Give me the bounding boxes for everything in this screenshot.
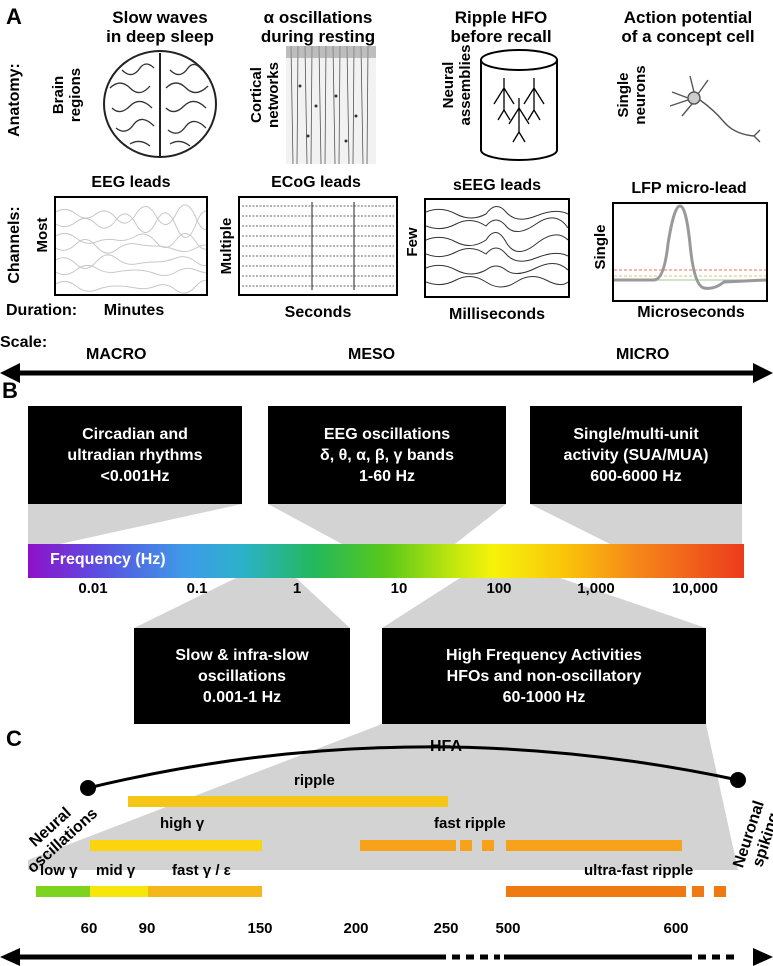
duration-minutes: Minutes [103,302,165,319]
col-title-alpha: α oscillations during resting [260,8,376,46]
frequency-spectrum-bar: Frequency (Hz) [28,544,744,578]
band-bar-fast-ripple-c [482,840,494,851]
eeg-trace-box [54,196,208,296]
box-eeg-oscillations: EEG oscillations δ, θ, α, β, γ bands 1-6… [268,406,506,504]
channel-title-eeg: EEG leads [91,174,171,191]
band-label-high-gamma: high γ [160,815,205,832]
band-bar-fast-gamma [148,886,262,897]
freq-tick-0.01: 0.01 [78,580,108,597]
hfa-tick-250: 250 [433,920,459,937]
hfa-label: HFA [430,738,462,755]
col-title-action-potential: Action potential of a concept cell [621,8,755,46]
band-label-mid-gamma: mid γ [96,862,136,879]
hfa-tick-90: 90 [138,920,156,937]
band-label-fast-gamma: fast γ / ε [172,862,231,879]
channel-title-ecog: ECoG leads [271,174,361,191]
band-bar-low-gamma [36,886,90,897]
scale-micro: MICRO [616,346,670,363]
band-label-ripple: ripple [294,772,335,789]
channel-title-lfp: LFP micro-lead [631,180,747,197]
single-neuron-icon [669,75,761,143]
col-title-sleep: Slow waves in deep sleep [106,8,214,46]
cortical-network-icon [286,46,376,164]
neural-assembly-icon [480,49,558,161]
band-bar-fast-ripple-a [360,840,456,851]
band-bar-mid-gamma [90,886,148,897]
band-bar-ultra-fast-ripple-a [506,886,686,897]
row-label-duration: Duration: [6,302,78,319]
ecog-traces [242,202,394,290]
scale-meso: MESO [348,346,396,363]
box-slow-oscillations: Slow & infra-slow oscillations 0.001-1 H… [134,628,350,724]
band-label-fast-ripple: fast ripple [434,815,506,832]
hfa-tick-500: 500 [495,920,521,937]
scale-arrow [0,363,773,383]
ecog-trace-box [238,196,398,296]
freq-tick-10000: 10,000 [672,580,718,597]
box-high-frequency: High Frequency Activities HFOs and non-o… [382,628,706,724]
spectrum-label: Frequency (Hz) [50,551,166,568]
freq-tick-1000: 1,000 [577,580,615,597]
band-bar-fast-ripple-d [506,840,682,851]
panel-c-letter: C [6,726,22,751]
duration-seconds: Seconds [284,304,352,321]
seeg-traces [426,206,568,288]
brain-icon [103,50,217,158]
panel-a-letter: A [6,4,22,29]
band-bar-ultra-fast-ripple-c [714,886,726,897]
band-bar-ripple [128,796,448,807]
freq-tick-100: 100 [486,580,512,597]
col-title-ripple: Ripple HFO before recall [450,8,552,46]
lfp-trace-box [612,202,768,302]
hfa-tick-150: 150 [247,920,273,937]
row-label-scale: Scale: [0,334,48,351]
hfa-tick-600: 600 [663,920,689,937]
band-label-low-gamma: low γ [40,862,78,879]
scale-macro: MACRO [86,346,147,363]
duration-microseconds: Microseconds [637,304,745,321]
freq-tick-0.1: 0.1 [186,580,208,597]
band-bar-ultra-fast-ripple-b [692,886,704,897]
panel-b-letter: B [2,378,18,403]
hfa-tick-200: 200 [343,920,369,937]
duration-milliseconds: Milliseconds [448,306,546,323]
hfa-frequency-arrow [0,948,773,966]
band-bar-high-gamma [90,840,262,851]
seeg-trace-box [424,198,570,298]
hfa-tick-60: 60 [80,920,98,937]
lfp-spike-trace [614,204,766,290]
eeg-traces [56,204,206,294]
band-bar-fast-ripple-b [460,840,472,851]
box-single-multi-unit: Single/multi-unit activity (SUA/MUA) 600… [530,406,742,504]
channel-title-seeg: sEEG leads [452,177,542,194]
freq-tick-10: 10 [390,580,408,597]
freq-tick-1: 1 [292,580,302,597]
band-label-ultra-fast-ripple: ultra-fast ripple [584,862,694,879]
box-circadian: Circadian and ultradian rhythms <0.001Hz [28,406,242,504]
